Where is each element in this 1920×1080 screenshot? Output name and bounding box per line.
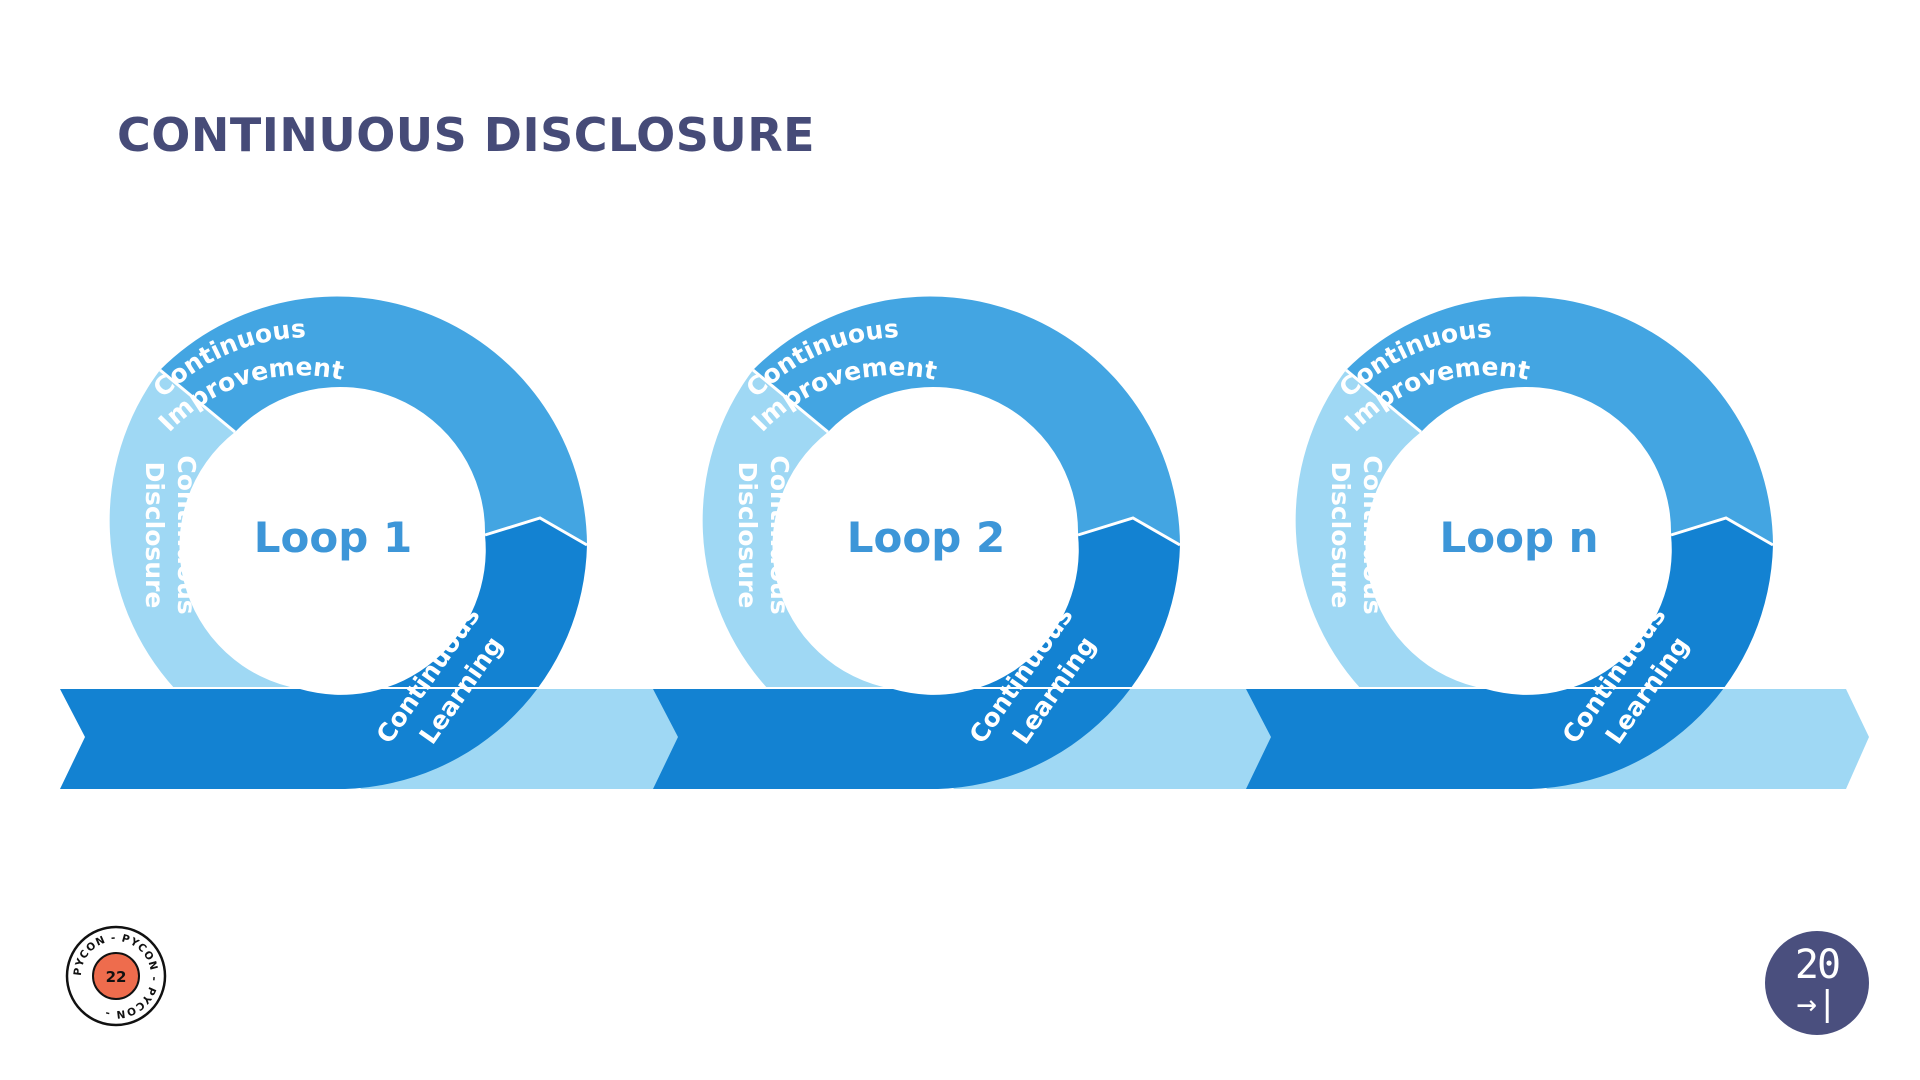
pycon-logo-year: 22 bbox=[106, 968, 127, 986]
loop-2-segment-learning bbox=[653, 518, 1180, 789]
loop-1-divider bbox=[159, 368, 236, 434]
loop-1-segment-improvement bbox=[160, 296, 587, 545]
pycon-logo-badge bbox=[92, 952, 140, 1000]
loop-2-segment-disclosure bbox=[702, 370, 893, 689]
loop-2: Continuous Improvement Continuous Disclo… bbox=[648, 296, 1276, 789]
loop-2-disclosure-line-2: Disclosure bbox=[733, 462, 762, 609]
loop-n-label: Loop n bbox=[1439, 513, 1598, 562]
page-number: 20 bbox=[1794, 942, 1841, 988]
loop-2-divider bbox=[1077, 516, 1181, 547]
slide-title: CONTINUOUS DISCLOSURE bbox=[117, 108, 816, 162]
loop-2-disclosure-line-1: Continuous bbox=[765, 455, 794, 614]
loop-n-disclosure-line-2: Disclosure bbox=[1326, 462, 1355, 609]
pycon-logo: PYCON - PYCON - PYCON - 22 bbox=[65, 925, 167, 1027]
loop-n-divider bbox=[1670, 516, 1774, 547]
loop-1-label: Loop 1 bbox=[254, 513, 412, 562]
loop-1-disclosure-line-2: Disclosure bbox=[140, 462, 169, 609]
loop-n: Continuous Improvement Continuous Disclo… bbox=[1241, 296, 1869, 789]
loop-1-segment-learning bbox=[60, 518, 587, 789]
loop-2-label: Loop 2 bbox=[847, 513, 1005, 562]
page-number-badge: 20 →| bbox=[1765, 931, 1869, 1035]
loop-2-divider bbox=[752, 368, 829, 434]
arrow-to-bar-icon: →| bbox=[1796, 984, 1838, 1024]
loop-n-disclosure-line-1: Continuous bbox=[1358, 455, 1387, 614]
loop-n-segment-improvement bbox=[1346, 296, 1773, 545]
loop-n-segment-disclosure bbox=[1295, 370, 1486, 689]
loop-n-segment-learning bbox=[1246, 518, 1773, 789]
loop-1-divider bbox=[484, 516, 588, 547]
loop-n-divider bbox=[1345, 368, 1422, 434]
loop-1-segment-disclosure bbox=[109, 370, 300, 689]
loop-2-segment-improvement bbox=[753, 296, 1180, 545]
loop-1: Continuous Improvement Continuous Disclo… bbox=[55, 296, 683, 789]
loop-1-disclosure-line-1: Continuous bbox=[172, 455, 201, 614]
